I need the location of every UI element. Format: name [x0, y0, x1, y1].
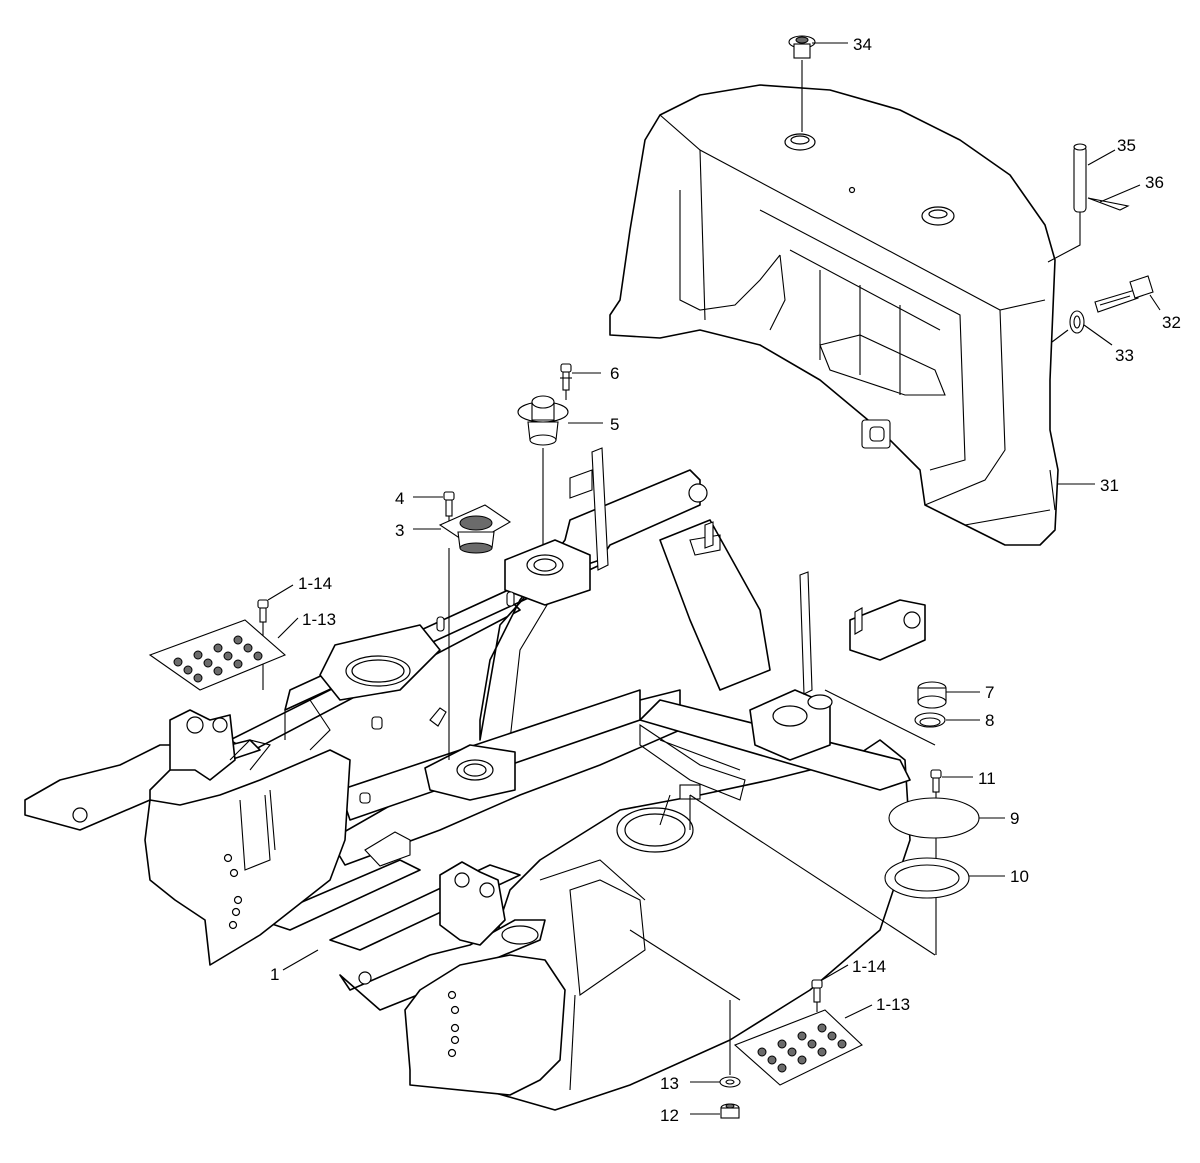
- plug-12: [720, 1103, 740, 1119]
- callout-32: 32: [1162, 313, 1181, 332]
- plate-1-13-lower: [733, 1009, 863, 1086]
- callout-1: 1: [270, 965, 279, 984]
- cap-34: [788, 35, 816, 132]
- callout-34: 34: [853, 35, 872, 54]
- callout-36: 36: [1145, 173, 1164, 192]
- callout-7: 7: [985, 683, 994, 702]
- cover-9: [888, 797, 980, 839]
- mount-3: [438, 504, 512, 760]
- mount-5: [517, 395, 569, 545]
- ring-8: [914, 712, 946, 728]
- callout-4: 4: [395, 489, 404, 508]
- callout-35: 35: [1117, 136, 1136, 155]
- callout-3: 3: [395, 521, 404, 540]
- callout-1-14-lower: 1-14: [852, 957, 886, 976]
- callout-33: 33: [1115, 346, 1134, 365]
- callout-9: 9: [1010, 809, 1019, 828]
- bolt-1-14-lower: [811, 979, 823, 1012]
- upper-frame-1: [229, 447, 926, 1111]
- washer-13: [719, 1000, 741, 1088]
- callout-6: 6: [610, 364, 619, 383]
- left-frame-section: [24, 709, 351, 966]
- callout-5: 5: [610, 415, 619, 434]
- gasket-10: [884, 857, 970, 899]
- callout-1-14-upper: 1-14: [298, 574, 332, 593]
- callout-1-13-lower: 1-13: [876, 995, 910, 1014]
- bolt-4: [443, 491, 455, 525]
- callout-31: 31: [1100, 476, 1119, 495]
- front-lug-section: [339, 861, 566, 1096]
- callout-labels: 34 35 36 32 33 31 6 5 4 3 1-14 1-13 7 8 …: [270, 35, 1181, 1125]
- cap-7: [917, 681, 947, 709]
- callout-10: 10: [1010, 867, 1029, 886]
- callout-12: 12: [660, 1106, 679, 1125]
- callout-1-13-upper: 1-13: [302, 610, 336, 629]
- washer-33: [1051, 310, 1085, 343]
- callout-leaders: [267, 42, 1161, 1115]
- plate-1-13-upper: [148, 619, 287, 691]
- bolt-32: [1094, 275, 1154, 313]
- counterweight-31: [609, 84, 1059, 546]
- pin-35: [1047, 143, 1130, 263]
- callout-13: 13: [660, 1074, 679, 1093]
- assembly-lines: [629, 689, 936, 1001]
- callout-11: 11: [978, 769, 996, 788]
- bolt-6: [560, 363, 572, 400]
- callout-8: 8: [985, 711, 994, 730]
